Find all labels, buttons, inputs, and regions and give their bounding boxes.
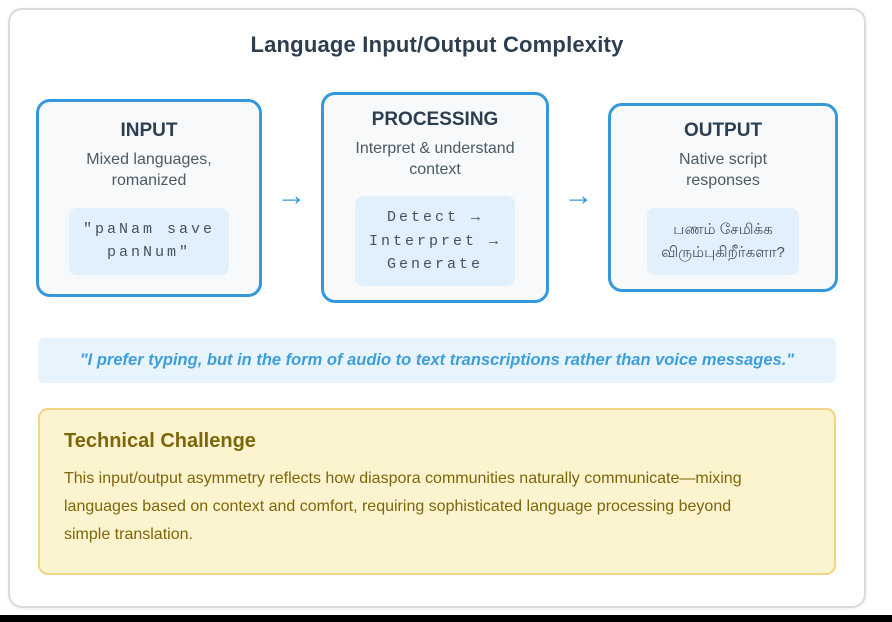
output-box-heading: OUTPUT [683, 120, 763, 142]
technical-challenge-box: Technical Challenge This input/output as… [38, 408, 836, 575]
flow-arrow-icon: → [276, 178, 307, 212]
processing-box: PROCESSING Interpret & understand contex… [321, 92, 549, 303]
processing-steps-chip: Detect → Interpret → Generate [354, 196, 516, 287]
output-box: OUTPUT Native script responses பணம் சேமி… [608, 103, 838, 292]
input-example-chip: "paNam save panNum" [68, 208, 230, 275]
processing-box-heading: PROCESSING [371, 108, 499, 130]
challenge-heading: Technical Challenge [64, 430, 256, 452]
flow-row: INPUT Mixed languages, romanized "paNam … [36, 92, 838, 303]
input-box-heading: INPUT [120, 120, 178, 142]
diagram-title: Language Input/Output Complexity [250, 32, 624, 57]
output-example-chip: பணம் சேமிக்க விரும்புகிறீர்களா? [647, 208, 799, 275]
user-quote-bar: "I prefer typing, but in the form of aud… [38, 338, 836, 383]
user-quote-text: "I prefer typing, but in the form of aud… [79, 351, 795, 369]
input-box: INPUT Mixed languages, romanized "paNam … [36, 98, 262, 297]
input-box-subtitle: Mixed languages, romanized [86, 151, 212, 190]
diagram-card: Language Input/Output Complexity INPUT M… [8, 8, 866, 608]
output-box-subtitle: Native script responses [678, 151, 768, 190]
bottom-border-bar [0, 615, 892, 622]
processing-box-subtitle: Interpret & understand context [355, 139, 515, 178]
flow-arrow-icon: → [563, 178, 594, 212]
challenge-body: This input/output asymmetry reflects how… [64, 470, 742, 543]
